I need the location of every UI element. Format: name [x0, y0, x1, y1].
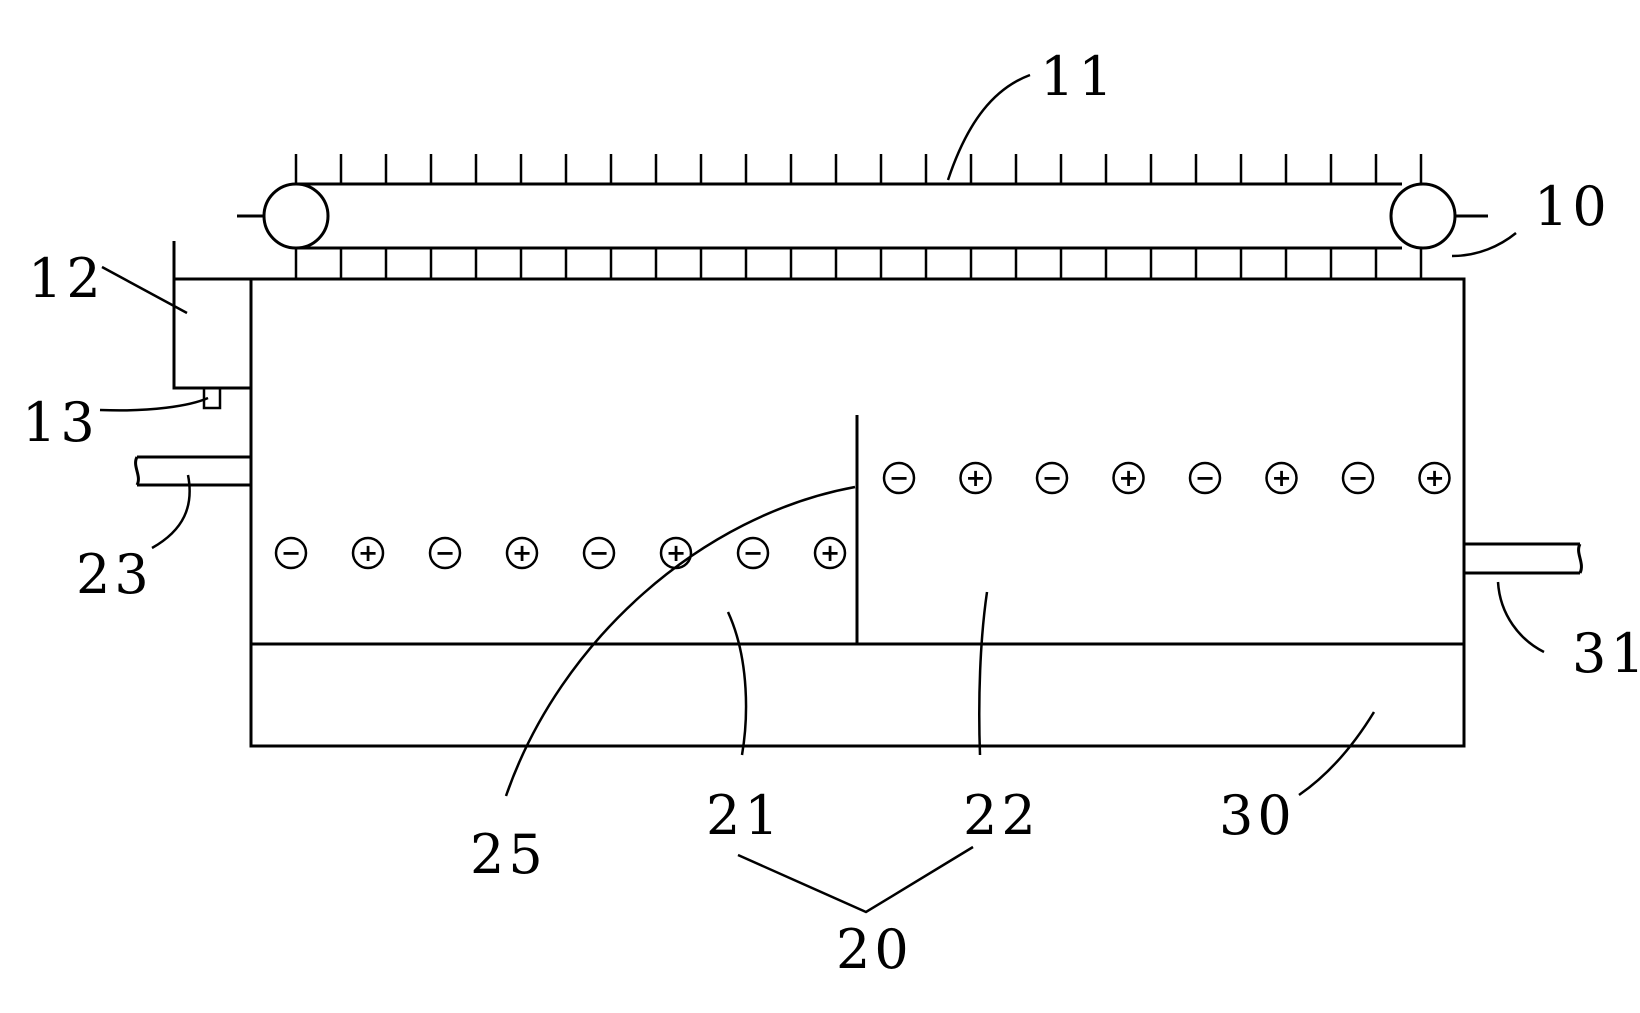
- second-zone-electrode-negative: [1035, 461, 1069, 495]
- label-23: 23: [76, 543, 153, 606]
- second-zone-electrode-sign: −: [1348, 464, 1368, 492]
- first-zone-electrode-positive: [505, 536, 539, 570]
- feed-unit: [172, 241, 253, 410]
- first-zone-electrode-sign: +: [512, 539, 532, 567]
- first-zone-electrode-negative: [274, 536, 308, 570]
- first-zone-electrode-negative: [582, 536, 616, 570]
- label-25: 25: [470, 823, 547, 886]
- second-zone-electrode-positive: [1112, 461, 1145, 495]
- leader-23: [151, 474, 191, 550]
- first-zone-electrode-sign: +: [666, 539, 686, 567]
- second-zone-electrode-sign: +: [965, 464, 985, 492]
- second-zone-electrode-positive: [1418, 461, 1451, 495]
- second-zone-electrode-positive: [959, 461, 992, 495]
- leader-lines: [99, 73, 1545, 914]
- left-roller: [237, 182, 330, 250]
- first-zone-electrode-sign: −: [589, 539, 609, 567]
- second-zone-electrode-sign: −: [1195, 464, 1215, 492]
- bracket-20: [737, 845, 974, 914]
- leader-21: [726, 611, 748, 756]
- second-zone-electrode-positive: [1265, 461, 1298, 495]
- second-zone-electrode-negative: [1341, 461, 1375, 495]
- label-31: 31: [1572, 622, 1640, 685]
- leader-30: [1298, 711, 1376, 797]
- label-20: 20: [836, 918, 913, 981]
- leader-12: [101, 265, 188, 315]
- first-zone-electrode-sign: +: [358, 539, 378, 567]
- label-22: 22: [963, 784, 1040, 847]
- label-30: 30: [1219, 784, 1296, 847]
- outlet-pipe: [1464, 542, 1583, 575]
- second-zone-electrodes: − + − + − + − +: [882, 461, 1451, 495]
- label-21: 21: [706, 784, 783, 847]
- feed-unit-box: [172, 277, 253, 390]
- inlet-pipe: [134, 455, 251, 487]
- leader-11: [946, 73, 1031, 181]
- belt-bottom-cleats: [294, 248, 1423, 279]
- first-zone-electrode-sign: +: [820, 539, 840, 567]
- first-zone-electrode-negative: [428, 536, 462, 570]
- first-zone-electrode-sign: −: [281, 539, 301, 567]
- second-zone-electrode-sign: +: [1118, 464, 1138, 492]
- feed-nozzle: [202, 386, 222, 410]
- leader-10: [1451, 232, 1517, 258]
- first-zone-electrode-positive: [351, 536, 385, 570]
- first-zone-electrode-positive: [813, 536, 847, 570]
- label-12: 12: [28, 247, 105, 310]
- tank-body: [249, 277, 1466, 748]
- conveyor-belt: [294, 154, 1423, 279]
- second-zone-electrode-negative: [882, 461, 916, 495]
- right-roller-wheel: [1389, 182, 1457, 250]
- label-13: 13: [22, 391, 99, 454]
- label-11: 11: [1040, 45, 1117, 108]
- first-zone-electrode-sign: −: [435, 539, 455, 567]
- second-zone-electrode-sign: −: [1042, 464, 1062, 492]
- leader-13: [99, 396, 209, 412]
- second-zone-electrode-sign: +: [1424, 464, 1444, 492]
- belt-top-cleats: [294, 154, 1423, 184]
- label-10: 10: [1534, 175, 1611, 238]
- leader-31: [1496, 581, 1545, 654]
- second-zone-electrode-negative: [1188, 461, 1222, 495]
- leader-22: [978, 591, 989, 756]
- second-zone-electrode-sign: +: [1271, 464, 1291, 492]
- right-roller: [1389, 182, 1488, 250]
- second-zone-electrode-sign: −: [889, 464, 909, 492]
- first-zone-electrodes: − + − + − + − +: [274, 536, 847, 570]
- left-roller-wheel: [262, 182, 330, 250]
- first-zone-electrode-negative: [736, 536, 770, 570]
- leader-25: [504, 485, 856, 797]
- first-zone-electrode-sign: −: [743, 539, 763, 567]
